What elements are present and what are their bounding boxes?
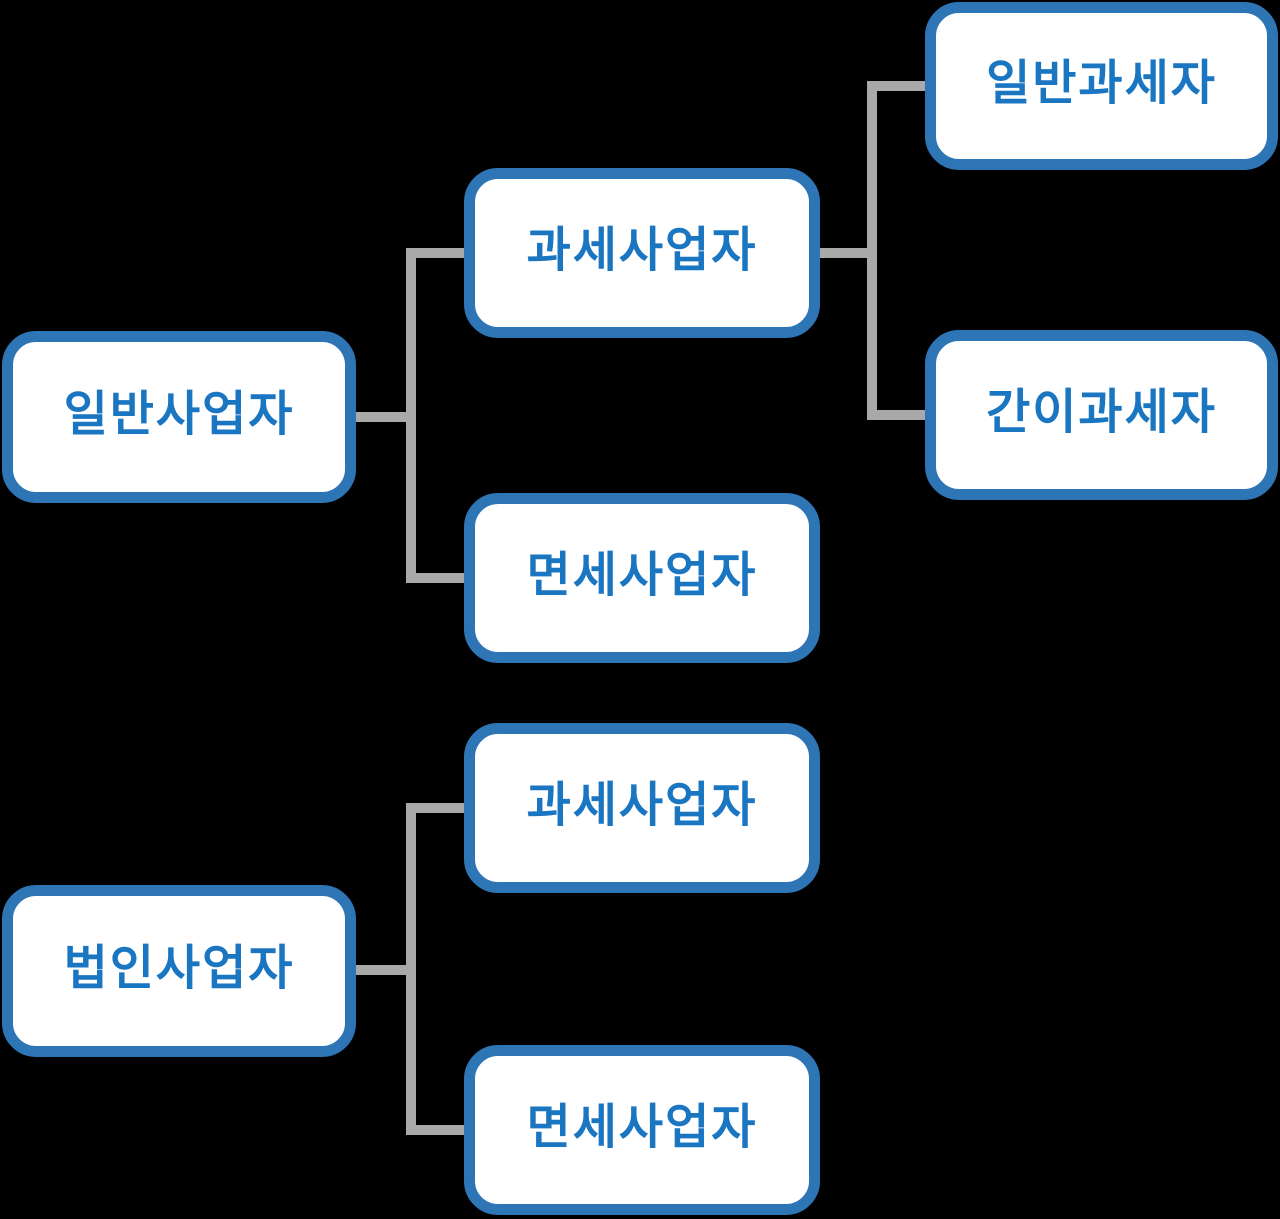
connector-taxable-to-general (867, 81, 925, 91)
connector-tree1-to-taxable (406, 248, 464, 258)
node-corporate-exempt-business-label: 면세사업자 (526, 1101, 758, 1154)
node-general-taxpayer: 일반과세자 (925, 2, 1278, 170)
connector-taxable-vertical (867, 81, 877, 420)
connector-tree1-root-stub (356, 412, 406, 422)
connector-tree2-root-stub (356, 965, 406, 975)
node-corporate-taxable-business: 과세사업자 (464, 723, 820, 893)
connector-taxable-to-simplified (867, 410, 925, 420)
node-taxable-business: 과세사업자 (464, 168, 820, 338)
connector-taxable-root-stub (820, 248, 867, 258)
connector-tree1-to-exempt (406, 573, 464, 583)
node-general-business-label: 일반사업자 (63, 388, 295, 441)
node-corporate-business: 법인사업자 (2, 885, 356, 1057)
connector-tree2-to-exempt (406, 1125, 464, 1135)
node-exempt-business: 면세사업자 (464, 493, 820, 663)
node-corporate-exempt-business: 면세사업자 (464, 1045, 820, 1215)
node-general-taxpayer-label: 일반과세자 (986, 57, 1217, 110)
node-simplified-taxpayer: 간이과세자 (925, 330, 1278, 500)
connector-tree2-to-taxable (406, 803, 464, 813)
node-general-business: 일반사업자 (2, 331, 356, 503)
node-exempt-business-label: 면세사업자 (526, 549, 758, 602)
node-corporate-taxable-business-label: 과세사업자 (526, 779, 758, 832)
node-simplified-taxpayer-label: 간이과세자 (986, 386, 1217, 439)
node-taxable-business-label: 과세사업자 (526, 224, 758, 277)
node-corporate-business-label: 법인사업자 (63, 942, 295, 995)
connector-tree2-vertical (406, 803, 416, 1135)
connector-tree1-vertical (406, 248, 416, 583)
